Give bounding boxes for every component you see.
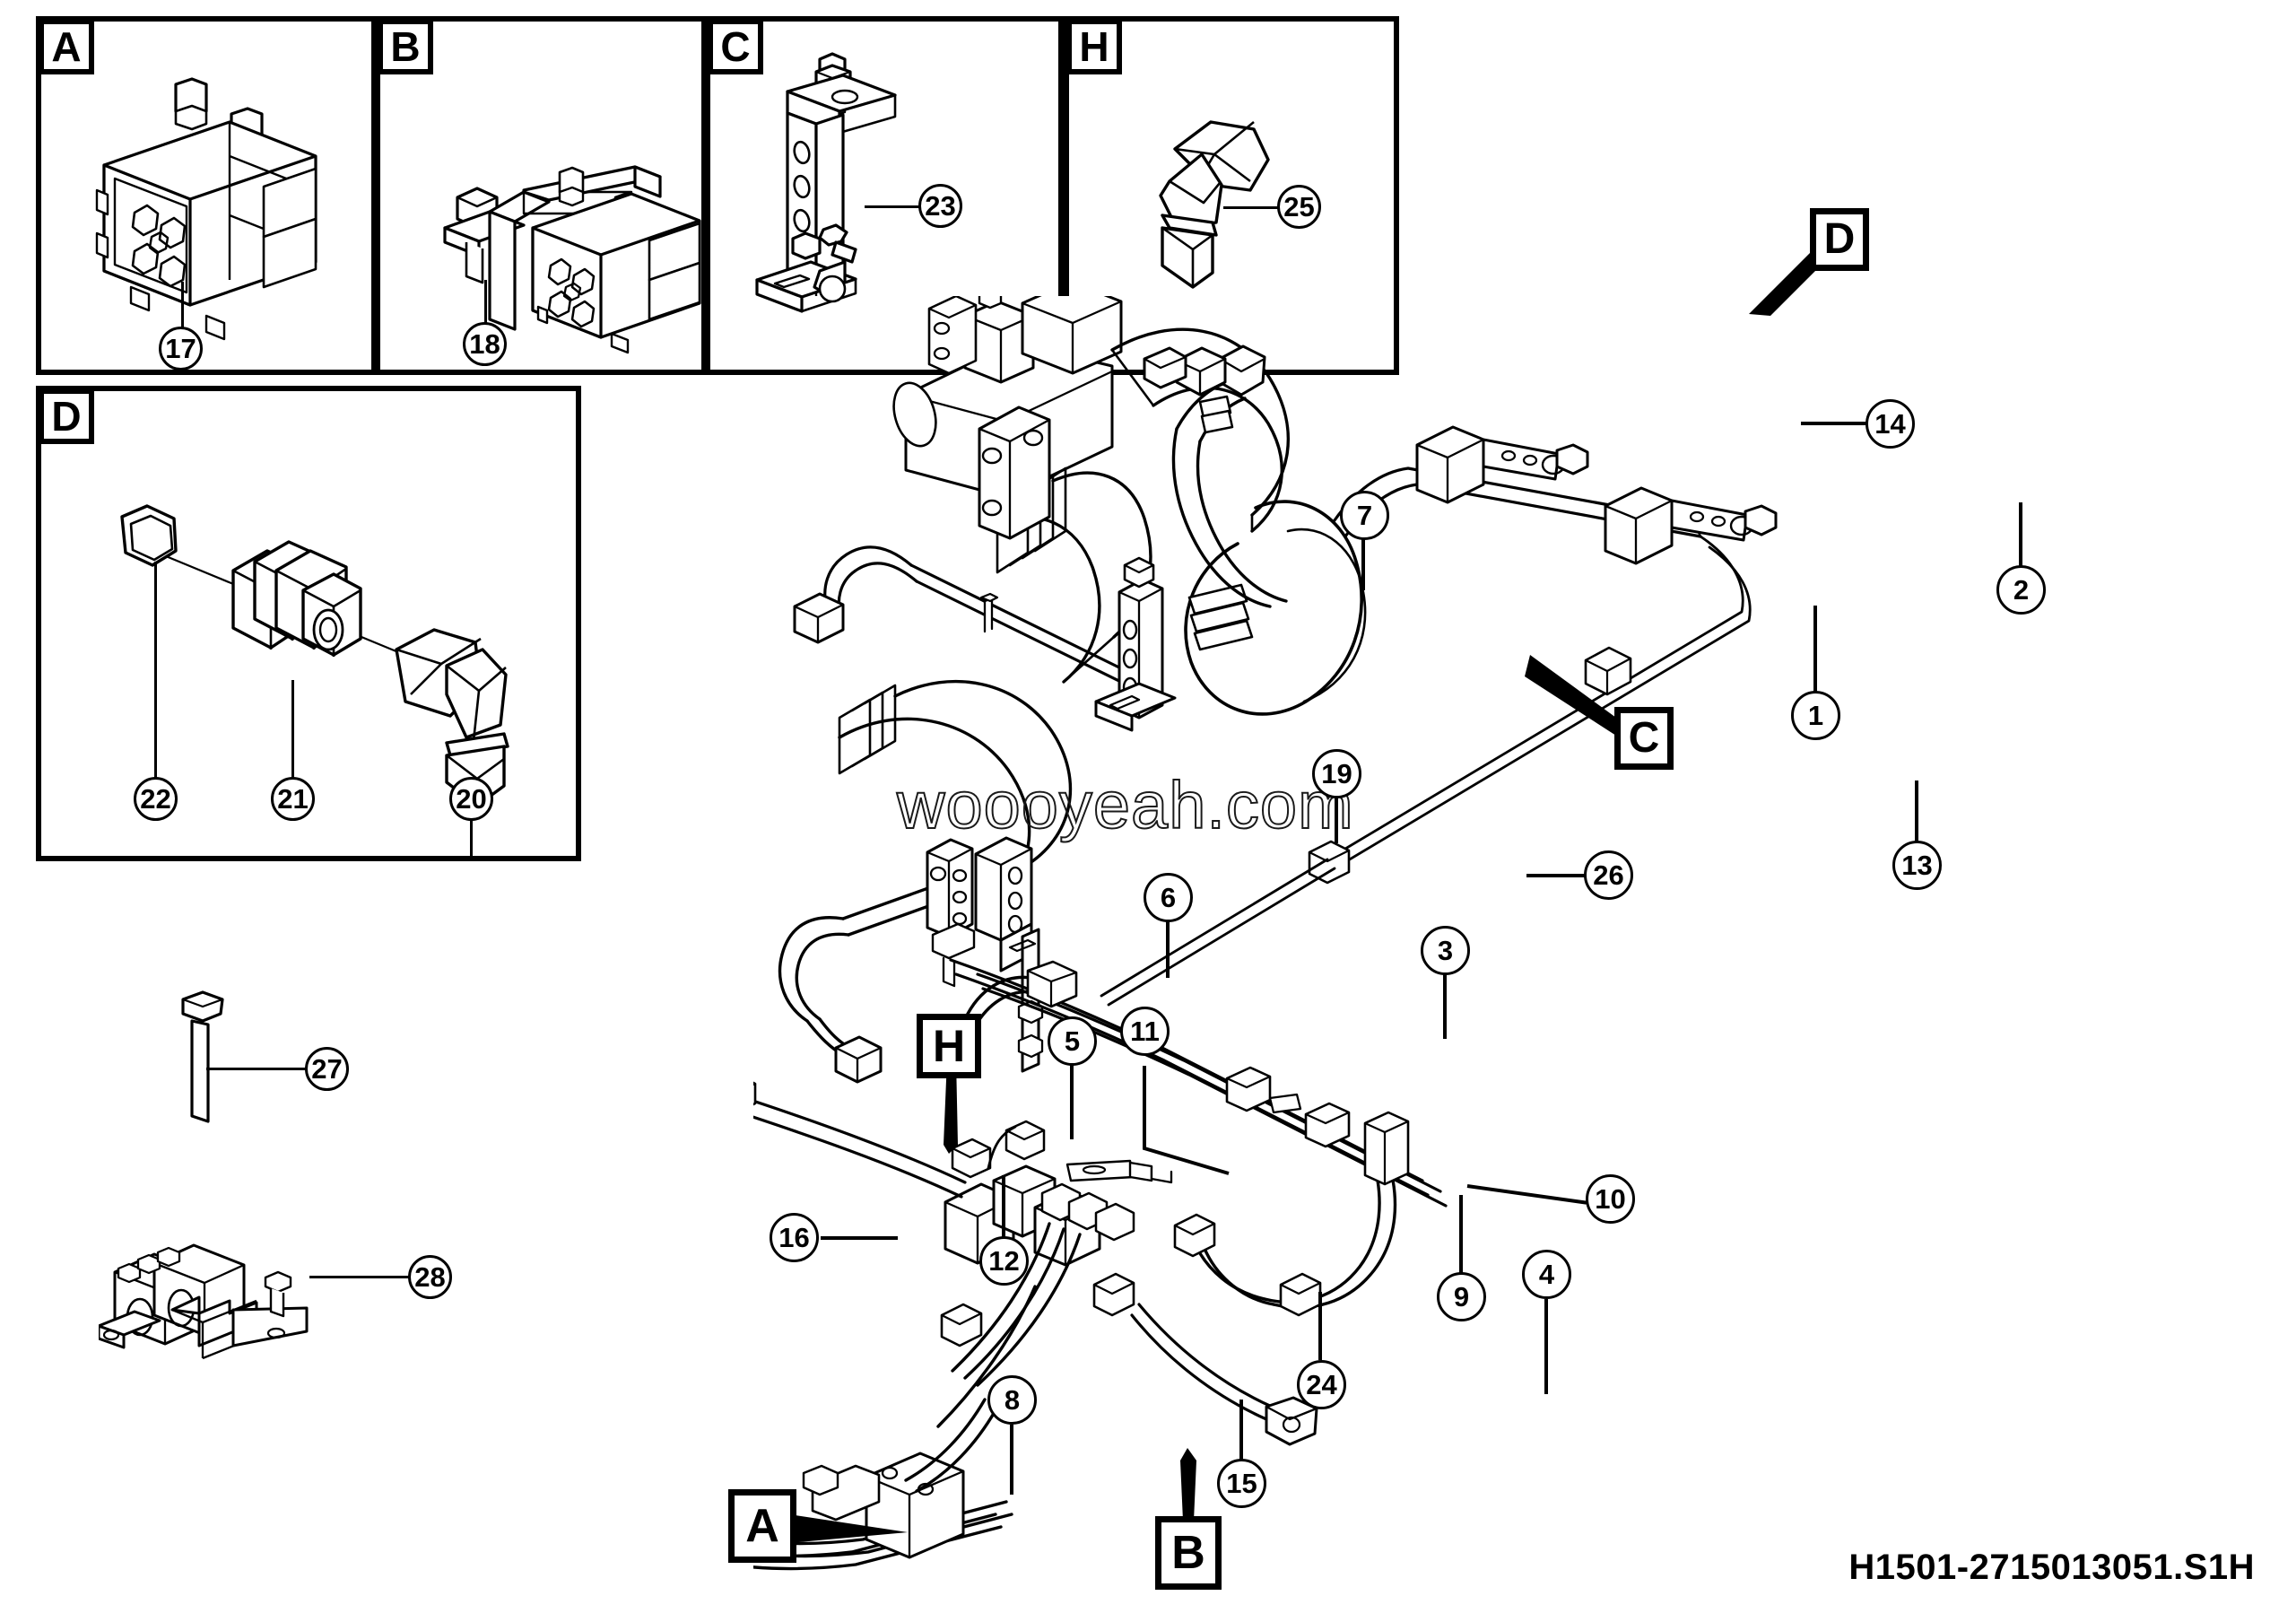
callout-4: 4 [1522,1250,1571,1299]
leader-11 [1143,1066,1230,1175]
callout-3: 3 [1421,926,1470,975]
part-number-label: H1501-2715013051.S1H [1848,1548,2255,1587]
panel-tag-h: H [1066,19,1122,74]
leader-14 [1801,422,1867,425]
callout-18: 18 [463,322,507,366]
callout-1: 1 [1791,691,1840,740]
ref-box-b[interactable]: B [1155,1516,1222,1590]
leader-4 [1544,1299,1548,1394]
leader-2 [2019,502,2022,571]
leader-8 [1010,1425,1013,1495]
leader-15 [1239,1400,1243,1461]
leader-18 [484,280,487,323]
panel-tag-c: C [708,19,763,74]
leader-5 [1070,1059,1074,1139]
callout-6: 6 [1144,873,1193,922]
detail-panel-a: A [36,16,377,375]
callout-16: 16 [770,1213,819,1262]
callout-7: 7 [1340,491,1389,540]
leader-3 [1443,967,1447,1039]
leader-12 [1002,1175,1005,1238]
callout-22: 22 [134,777,178,821]
callout-27: 27 [305,1047,349,1091]
callout-10: 10 [1586,1174,1635,1224]
callout-21: 21 [271,777,315,821]
callout-11: 11 [1120,1007,1170,1056]
callout-28: 28 [408,1255,452,1299]
leader-21 [291,680,294,779]
leader-20 [470,818,473,858]
pointer-a [789,1514,908,1543]
part-18-artwork [443,165,701,354]
callout-23: 23 [918,184,962,228]
part-17-artwork [95,77,317,341]
leader-9 [1459,1195,1463,1274]
callout-9: 9 [1437,1272,1486,1321]
part-23-artwork [755,52,897,313]
leader-22 [154,562,157,779]
detail-panel-c: C [705,16,1064,375]
leader-27 [206,1068,307,1070]
callout-19: 19 [1312,749,1361,798]
callout-17: 17 [159,327,203,371]
panel-tag-a: A [39,19,94,74]
callout-25: 25 [1277,185,1321,229]
leader-10 [1466,1184,1587,1205]
leader-17 [181,282,184,328]
callout-12: 12 [979,1236,1029,1286]
panel-tag-d: D [39,388,94,444]
ref-box-a[interactable]: A [728,1489,796,1563]
leader-16 [821,1236,898,1240]
callout-20: 20 [449,777,493,821]
leader-1 [1813,606,1817,695]
callout-26: 26 [1584,850,1633,900]
detail-panel-d: D [36,386,581,861]
leader-28 [309,1276,410,1278]
callout-14: 14 [1866,399,1915,449]
callout-2: 2 [1996,565,2046,615]
ref-box-d[interactable]: D [1810,208,1869,271]
ref-box-h[interactable]: H [917,1014,981,1078]
panel-tag-b: B [378,19,433,74]
leader-23 [865,205,920,208]
callout-5: 5 [1048,1016,1097,1066]
callout-8: 8 [987,1375,1037,1425]
part-25-artwork [1159,120,1270,289]
callout-13: 13 [1892,841,1942,890]
part-28-artwork [99,1243,309,1360]
detail-panel-h: H 25 [1064,16,1399,375]
leader-25 [1223,206,1279,209]
callout-15: 15 [1217,1459,1266,1508]
leader-26 [1526,874,1586,877]
leader-24 [1318,1292,1322,1360]
watermark: woooyeah.com [896,767,1354,843]
callout-24: 24 [1297,1360,1346,1409]
leader-6 [1166,913,1170,978]
ref-box-c[interactable]: C [1614,707,1674,770]
leader-13 [1915,780,1918,845]
main-assembly-artwork [753,296,1778,1571]
part-27-artwork [181,990,224,1123]
detail-panel-b: B [375,16,707,375]
